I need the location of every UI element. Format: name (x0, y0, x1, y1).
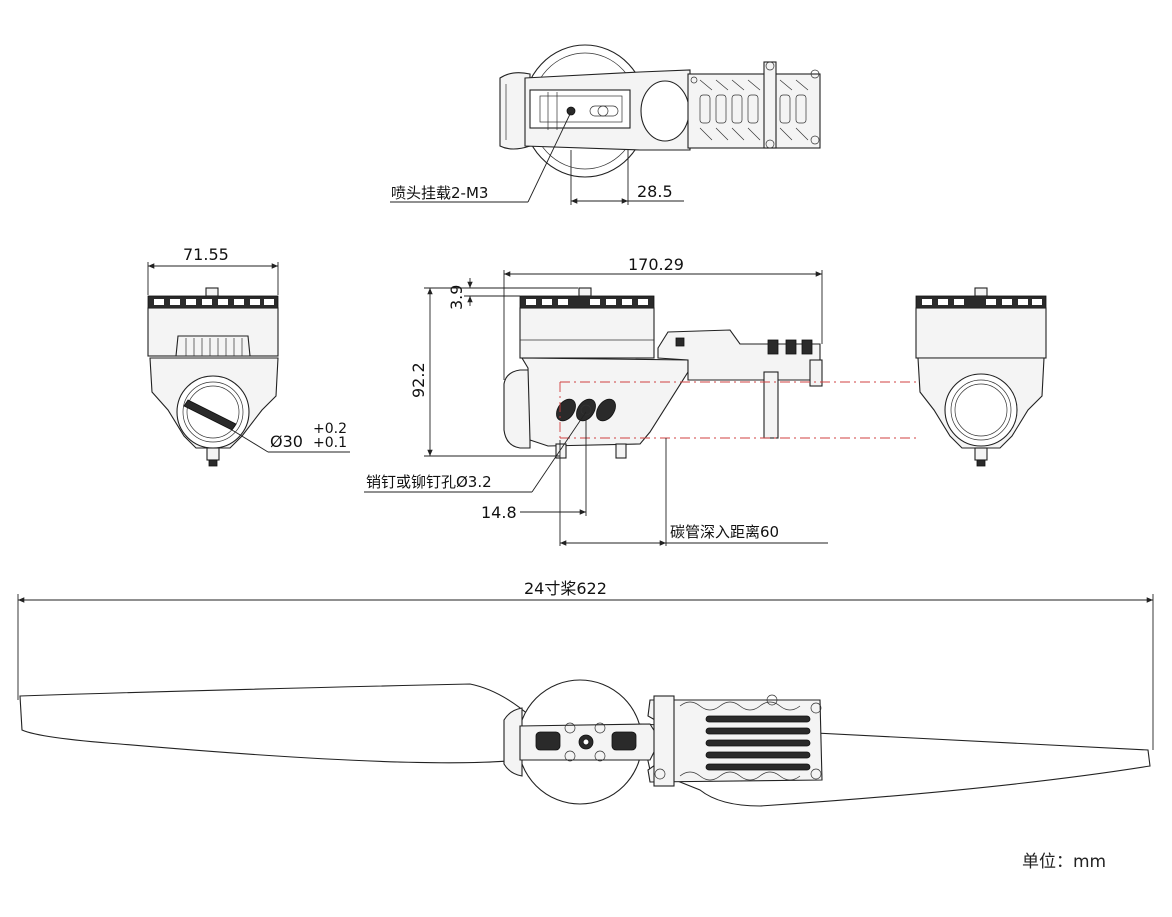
dim-92-2-label: 92.2 (409, 362, 428, 398)
front-view-right (915, 287, 1047, 467)
propeller-dimension: 24寸桨622 (17, 579, 1154, 750)
tolerance-minus-label: +0.1 (313, 435, 347, 451)
dim-28-5-label: 28.5 (637, 182, 673, 201)
tolerance-plus-label: +0.2 (313, 421, 347, 437)
carbon-tube-center-lines (559, 381, 920, 439)
dim-170-29-label: 170.29 (628, 255, 684, 274)
dim-3-9-label: 3.9 (447, 285, 466, 310)
carbon-tube-depth-label: 碳管深入距离60 (670, 523, 779, 541)
unit-label: 单位：mm (1022, 852, 1106, 872)
top-view-motor-mount (499, 44, 821, 178)
dim-14-8-label: 14.8 (481, 503, 517, 522)
front-view-left-dimensions: 71.55 Ø30 +0.2 +0.1 (147, 245, 350, 453)
pin-hole-label: 销钉或铆钉孔Ø3.2 (366, 473, 492, 491)
top-view-dimensions: 28.5 喷头挂载2-M3 (390, 111, 684, 205)
dim-71-55-label: 71.55 (183, 245, 229, 264)
nozzle-mount-label: 喷头挂载2-M3 (391, 184, 488, 202)
side-view-center (503, 287, 823, 459)
dia-30-label: Ø30 (270, 432, 303, 451)
propeller-top-view (19, 679, 1151, 807)
side-view-dimensions: 170.29 3.9 92.2 销钉或铆钉孔Ø3.2 14.8 碳管深入距离60 (364, 255, 828, 546)
propeller-label: 24寸桨622 (524, 579, 607, 598)
front-view-left (147, 287, 279, 467)
